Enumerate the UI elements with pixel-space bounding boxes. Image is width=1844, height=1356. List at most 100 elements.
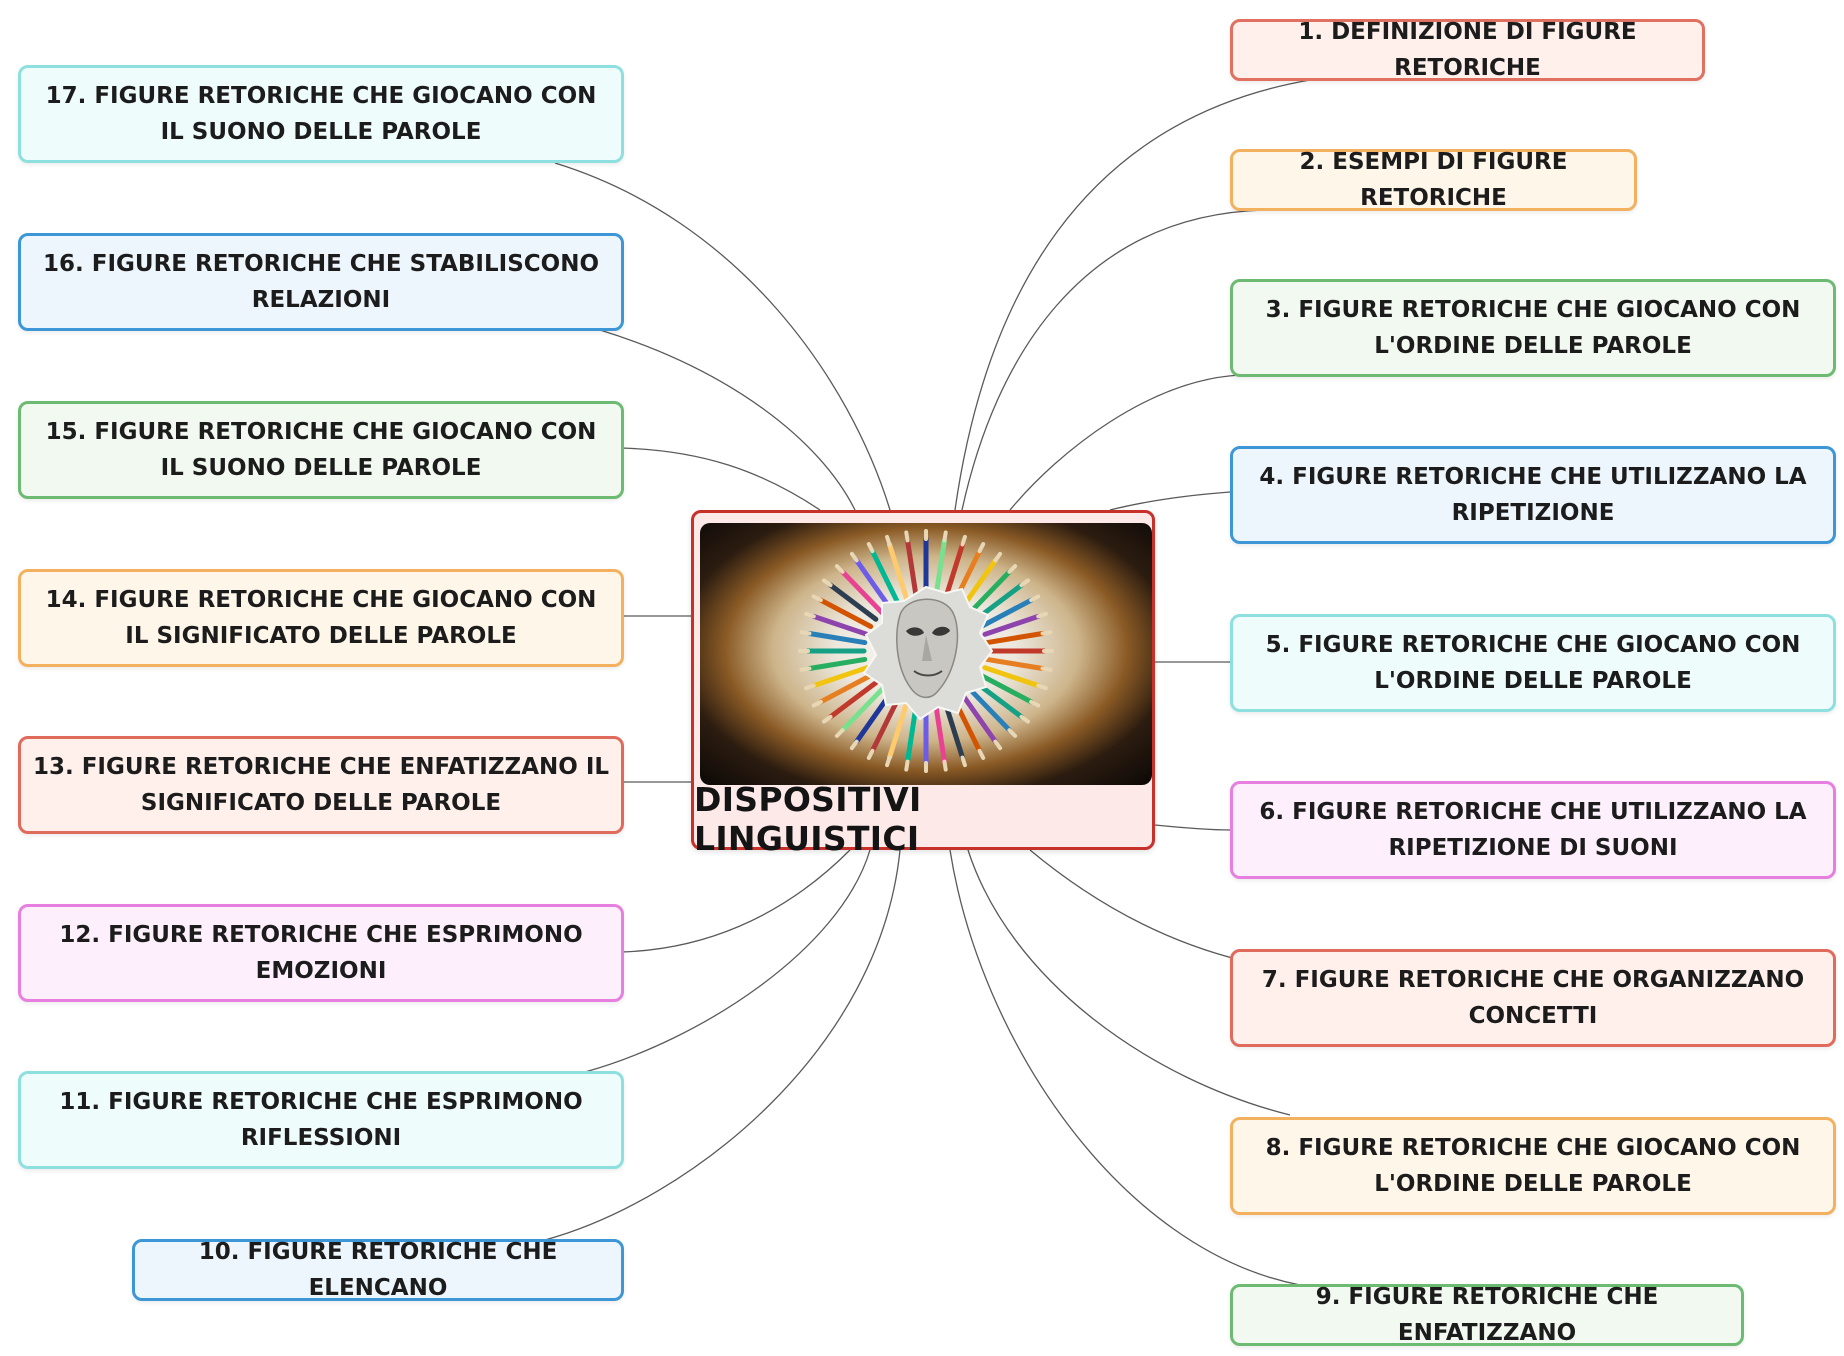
pencil-tip-illustration — [1040, 630, 1053, 636]
branch-node-7[interactable]: 7. FIGURE RETORICHE CHE ORGANIZZANO CONC… — [1230, 949, 1836, 1047]
connector-8 — [967, 849, 1291, 1116]
pencil-tip-illustration — [904, 530, 910, 543]
pencil-illustration — [984, 656, 1046, 672]
pencil-tip-illustration — [942, 759, 948, 772]
branch-node-2[interactable]: 2. ESEMPI DI FIGURE RETORICHE — [1230, 149, 1637, 211]
pencil-tip-illustration — [960, 534, 967, 547]
pencil-illustration — [840, 569, 885, 616]
pencil-illustration — [806, 630, 868, 646]
pencil-tip-illustration — [866, 542, 875, 554]
pencil-tip-illustration — [1029, 699, 1041, 708]
branch-node-1[interactable]: 1. DEFINIZIONE DI FIGURE RETORICHE — [1230, 19, 1705, 81]
pencil-illustration — [959, 557, 998, 610]
branch-node-9[interactable]: 9. FIGURE RETORICHE CHE ENFATIZZANO — [1230, 1284, 1744, 1346]
pencil-tip-illustration — [849, 739, 859, 751]
pencil-tip-illustration — [822, 578, 833, 588]
pencil-illustration — [869, 548, 901, 606]
pencil-illustration — [982, 613, 1041, 637]
pencil-illustration — [905, 537, 919, 601]
pencil-illustration — [942, 699, 965, 761]
pencil-illustration — [828, 582, 879, 622]
pencil-tip-illustration — [866, 748, 875, 760]
pencil-tip-illustration — [834, 564, 845, 574]
branch-node-16[interactable]: 16. FIGURE RETORICHE CHE STABILISCONO RE… — [18, 233, 624, 331]
pencil-illustration — [869, 696, 901, 754]
pencil-illustration — [840, 686, 885, 733]
pencil-illustration — [818, 597, 874, 629]
connector-16 — [599, 329, 856, 511]
pencil-tip-illustration — [977, 748, 986, 760]
branch-node-10[interactable]: 10. FIGURE RETORICHE CHE ELENCANO — [132, 1239, 624, 1301]
face-mask — [896, 598, 959, 699]
pencil-illustration — [933, 701, 947, 765]
pencil-tip-illustration — [811, 594, 823, 603]
pencil-tip-illustration — [1036, 683, 1048, 691]
pencil-tip-illustration — [849, 551, 859, 563]
pencil-illustration — [806, 656, 868, 672]
central-topic[interactable]: DISPOSITIVI LINGUISTICI — [691, 510, 1155, 858]
pencil-illustration — [984, 630, 1046, 646]
pencil-illustration — [854, 557, 893, 610]
pencil-tip-illustration — [993, 551, 1003, 563]
branch-node-17[interactable]: 17. FIGURE RETORICHE CHE GIOCANO CON IL … — [18, 65, 624, 163]
branch-node-13[interactable]: 13. FIGURE RETORICHE CHE ENFATIZZANO IL … — [18, 736, 624, 834]
branch-node-4[interactable]: 4. FIGURE RETORICHE CHE UTILIZZANO LA RI… — [1230, 446, 1836, 544]
branch-node-6[interactable]: 6. FIGURE RETORICHE CHE UTILIZZANO LA RI… — [1230, 781, 1836, 879]
pencil-illustration — [811, 665, 870, 689]
pencil-illustration — [967, 686, 1012, 733]
connector-2 — [961, 209, 1266, 511]
connector-4 — [1109, 491, 1231, 511]
pencil-tip-illustration — [885, 534, 892, 547]
pencil-tip-illustration — [1007, 728, 1018, 738]
pencil-illustration — [887, 699, 910, 761]
pencil-tip-illustration — [1019, 578, 1030, 588]
branch-node-12[interactable]: 12. FIGURE RETORICHE CHE ESPRIMONO EMOZI… — [18, 904, 624, 1002]
connector-3 — [1009, 374, 1241, 511]
connector-7 — [1029, 849, 1241, 961]
pencil-illustration — [978, 673, 1034, 705]
connector-9 — [949, 849, 1301, 1286]
connector-11 — [584, 849, 871, 1073]
pencil-illustration — [959, 692, 998, 745]
branch-node-15[interactable]: 15. FIGURE RETORICHE CHE GIOCANO CON IL … — [18, 401, 624, 499]
branch-node-5[interactable]: 5. FIGURE RETORICHE CHE GIOCANO CON L'OR… — [1230, 614, 1836, 712]
pencil-illustration — [887, 541, 910, 603]
pencil-tip-illustration — [834, 728, 845, 738]
pencil-tip-illustration — [993, 739, 1003, 751]
pencil-tip-illustration — [804, 683, 816, 691]
pencil-tip-illustration — [942, 530, 948, 543]
pencil-tip-illustration — [1029, 594, 1041, 603]
pencil-illustration — [982, 665, 1041, 689]
pencil-illustration — [818, 673, 874, 705]
pencil-tip-illustration — [804, 611, 816, 619]
pencil-tip-illustration — [811, 699, 823, 708]
pencil-illustration — [854, 692, 893, 745]
connector-6 — [1154, 824, 1231, 831]
pencil-tip-illustration — [1007, 564, 1018, 574]
pencil-illustration — [967, 569, 1012, 616]
pencil-tip-illustration — [822, 714, 833, 724]
connector-1 — [954, 79, 1311, 511]
pencil-tip-illustration — [977, 542, 986, 554]
branch-node-3[interactable]: 3. FIGURE RETORICHE CHE GIOCANO CON L'OR… — [1230, 279, 1836, 377]
central-topic-title: DISPOSITIVI LINGUISTICI — [694, 780, 922, 858]
branch-node-11[interactable]: 11. FIGURE RETORICHE CHE ESPRIMONO RIFLE… — [18, 1071, 624, 1169]
pencil-tip-illustration — [799, 666, 812, 672]
connector-10 — [544, 849, 901, 1241]
pencil-illustration — [811, 613, 870, 637]
pencil-tip-illustration — [1036, 611, 1048, 619]
pencil-tip-illustration — [1040, 666, 1053, 672]
pencil-tip-illustration — [799, 630, 812, 636]
pencil-illustration — [978, 597, 1034, 629]
pencil-illustration — [942, 541, 965, 603]
pencil-tip-illustration — [1019, 714, 1030, 724]
pencil-tip-illustration — [885, 755, 892, 768]
face-mask-with-colored-pencils-image — [700, 523, 1152, 785]
branch-node-8[interactable]: 8. FIGURE RETORICHE CHE GIOCANO CON L'OR… — [1230, 1117, 1836, 1215]
connector-12 — [619, 849, 851, 953]
branch-node-14[interactable]: 14. FIGURE RETORICHE CHE GIOCANO CON IL … — [18, 569, 624, 667]
connector-15 — [619, 447, 821, 511]
pencil-illustration — [933, 537, 947, 601]
pencil-illustration — [828, 680, 879, 720]
